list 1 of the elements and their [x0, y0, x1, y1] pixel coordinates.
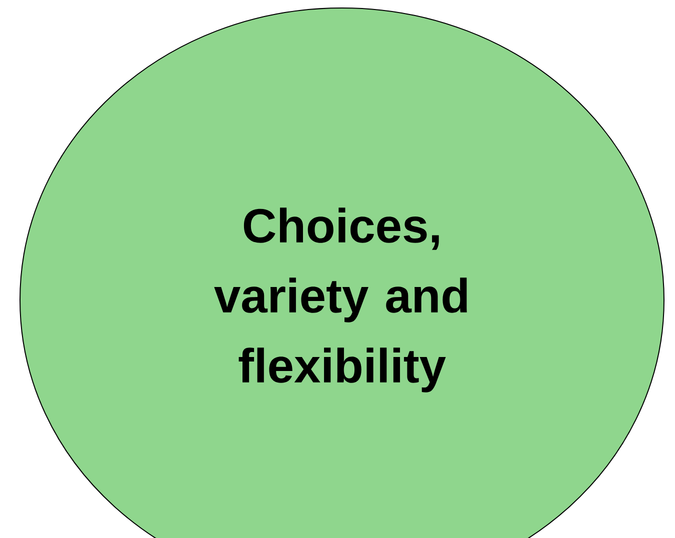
ellipse-node: Choices, variety and flexibility — [20, 8, 664, 538]
